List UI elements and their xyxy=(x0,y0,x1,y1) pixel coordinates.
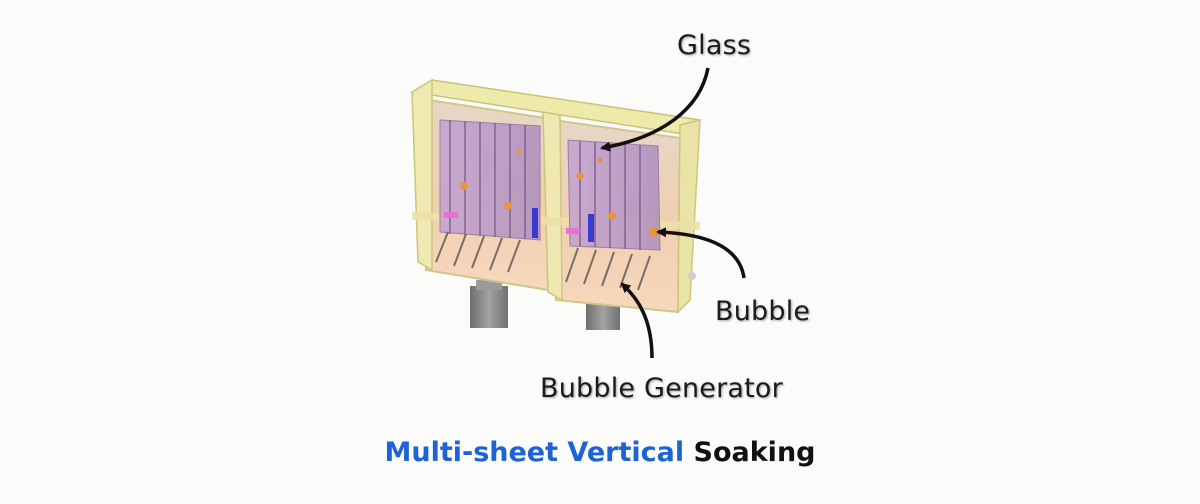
figure-caption: Multi-sheet Vertical Soaking xyxy=(0,437,1200,468)
bubble-generator-pointer-arrow xyxy=(620,282,654,359)
bubble-markers xyxy=(460,149,659,237)
caption-highlight: Multi-sheet Vertical xyxy=(384,437,685,468)
valve-knob xyxy=(688,272,696,280)
bubble-generator-label: Bubble Generator xyxy=(540,373,783,404)
bubble-generator xyxy=(435,231,651,291)
sheet-holders xyxy=(444,208,594,242)
caption-rest: Soaking xyxy=(693,437,816,468)
glass-label: Glass xyxy=(677,30,752,61)
bubble-label: Bubble xyxy=(715,296,811,327)
bubble-pointer-arrow xyxy=(656,227,746,279)
glass-pointer-arrow xyxy=(600,67,710,152)
